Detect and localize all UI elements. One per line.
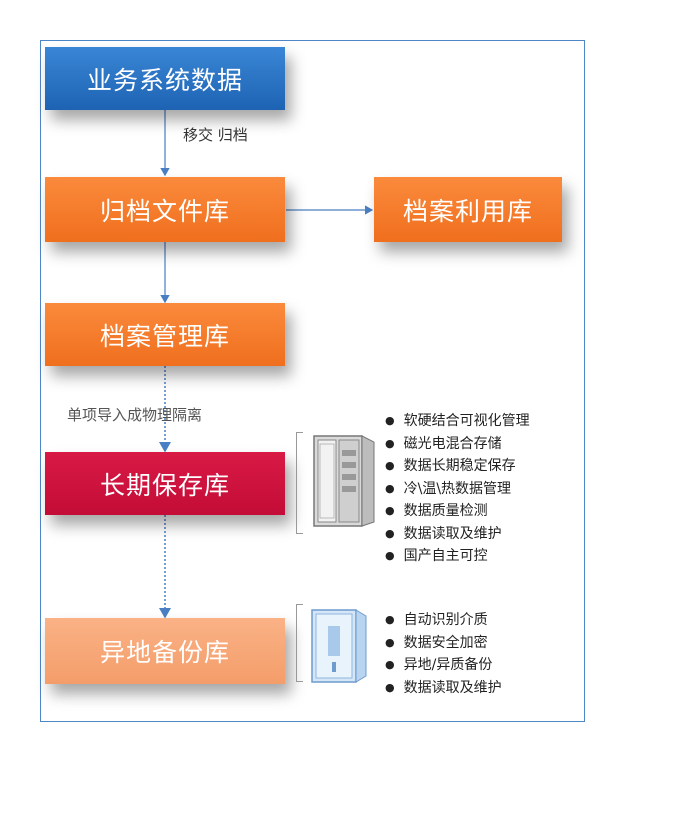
list-item: 数据安全加密 [385,632,502,655]
storage-cabinet-icon [313,435,375,527]
list-item: 数据长期稳定保存 [385,455,530,478]
list-item: 国产自主可控 [385,545,530,568]
label-single-import: 单项导入成物理隔离 [67,406,203,424]
node-long-term-lib: 长期保存库 [45,452,285,515]
label-transfer-archive: 移交 归档 [183,126,248,144]
list-item: 数据读取及维护 [385,677,502,700]
list-item: 软硬结合可视化管理 [385,410,530,433]
list-item: 自动识别介质 [385,609,502,632]
node-archive-file-lib: 归档文件库 [45,177,285,242]
node-offsite-backup-lib: 异地备份库 [45,618,285,684]
list-item: 冷\温\热数据管理 [385,478,530,501]
list-item: 数据读取及维护 [385,523,530,546]
offsite-feature-list: 自动识别介质 数据安全加密 异地/异质备份 数据读取及维护 [385,609,502,699]
node-archive-use-lib: 档案利用库 [374,177,562,242]
list-item: 数据质量检测 [385,500,530,523]
node-business-data: 业务系统数据 [45,47,285,110]
long-term-feature-list: 软硬结合可视化管理 磁光电混合存储 数据长期稳定保存 冷\温\热数据管理 数据质… [385,410,530,568]
list-item: 异地/异质备份 [385,654,502,677]
bracket-offsite [296,604,303,682]
list-item: 磁光电混合存储 [385,433,530,456]
node-archive-mgmt-lib: 档案管理库 [45,303,285,366]
bracket-long-term [296,432,303,534]
backup-cabinet-icon [311,609,367,683]
